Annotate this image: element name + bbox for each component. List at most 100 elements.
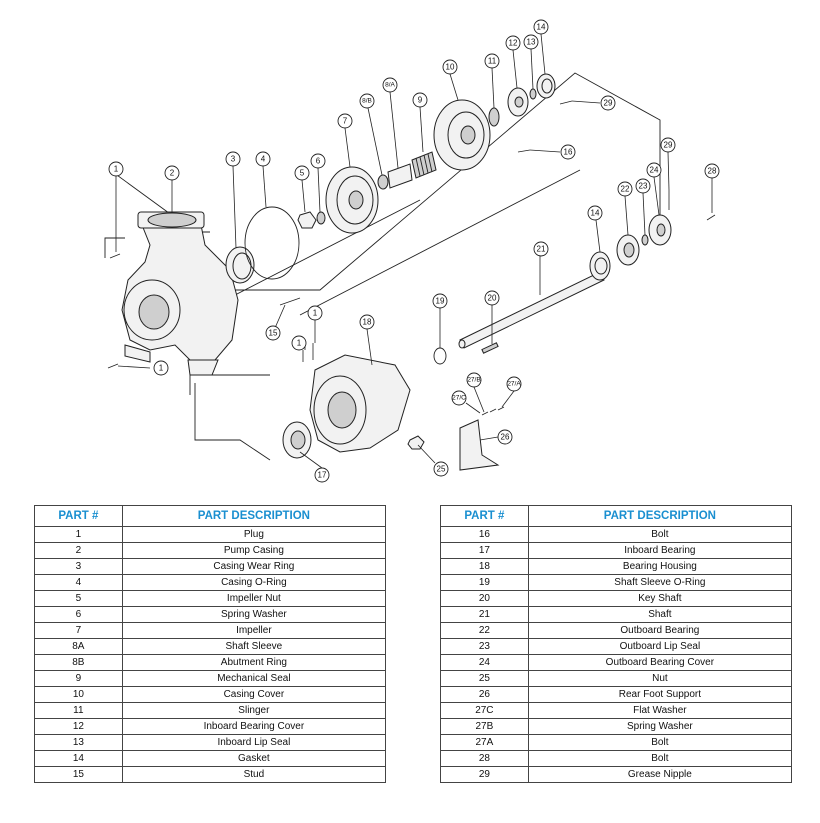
part-number: 7	[34, 622, 123, 639]
slinger	[488, 107, 500, 127]
callout-14b: 14	[587, 205, 603, 221]
part-number: 27A	[440, 734, 529, 751]
mechanical-seal	[411, 151, 437, 179]
callout-3: 3	[225, 151, 241, 167]
part-number: 27C	[440, 702, 529, 719]
svg-text:3: 3	[231, 155, 236, 164]
svg-text:14: 14	[591, 209, 600, 218]
table-header-row: PART # PART DESCRIPTION	[440, 505, 793, 527]
small-fasteners	[107, 100, 716, 416]
callout-25: 25	[433, 461, 449, 477]
svg-text:29: 29	[604, 99, 613, 108]
leader-lines	[115, 33, 713, 469]
part-description: Outboard Bearing	[527, 622, 793, 639]
svg-text:29: 29	[664, 141, 673, 150]
callout-5: 5	[294, 165, 310, 181]
svg-text:1: 1	[297, 339, 302, 348]
callout-4: 4	[255, 151, 271, 167]
svg-text:23: 23	[639, 182, 648, 191]
part-description: Rear Foot Support	[527, 686, 793, 703]
svg-text:18: 18	[363, 318, 372, 327]
part-description: Pump Casing	[121, 542, 387, 559]
part-description: Nut	[527, 670, 793, 687]
part-number: 15	[34, 766, 123, 783]
part-number: 28	[440, 750, 529, 767]
part-number: 12	[34, 718, 123, 735]
shaft-sleeve-o-ring	[433, 347, 447, 365]
pump-casing	[121, 211, 239, 376]
part-description: Casing O-Ring	[121, 574, 387, 591]
callout-27b: 27/B	[466, 372, 482, 388]
part-description: Bolt	[527, 750, 793, 767]
svg-text:7: 7	[343, 117, 348, 126]
part-number-header: PART #	[34, 505, 123, 527]
part-description: Key Shaft	[527, 590, 793, 607]
callout-28: 28	[704, 163, 720, 179]
casing-o-ring	[244, 206, 300, 280]
part-number: 23	[440, 638, 529, 655]
svg-text:25: 25	[437, 465, 446, 474]
svg-text:28: 28	[708, 167, 717, 176]
part-number: 29	[440, 766, 529, 783]
part-number-header: PART #	[440, 505, 529, 527]
part-description: Inboard Bearing	[527, 542, 793, 559]
part-number: 3	[34, 558, 123, 575]
part-description: Mechanical Seal	[121, 670, 387, 687]
part-description: Outboard Lip Seal	[527, 638, 793, 655]
svg-text:13: 13	[527, 38, 536, 47]
part-number: 14	[34, 750, 123, 767]
svg-text:9: 9	[418, 96, 423, 105]
svg-text:17: 17	[318, 471, 327, 480]
part-description: Impeller Nut	[121, 590, 387, 607]
part-number: 21	[440, 606, 529, 623]
part-number: 24	[440, 654, 529, 671]
bearing-housing	[309, 354, 411, 453]
callout-1d: 1	[291, 335, 307, 351]
part-description: Shaft	[527, 606, 793, 623]
gasket-top	[536, 73, 556, 99]
shaft	[458, 271, 605, 349]
svg-text:8/A: 8/A	[385, 82, 395, 89]
part-number: 18	[440, 558, 529, 575]
part-number: 16	[440, 526, 529, 543]
callout-14a: 14	[533, 19, 549, 35]
part-number: 13	[34, 734, 123, 751]
spring-washer	[316, 211, 326, 225]
part-number: 6	[34, 606, 123, 623]
part-description: Casing Wear Ring	[121, 558, 387, 575]
part-description: Outboard Bearing Cover	[527, 654, 793, 671]
svg-text:1: 1	[313, 309, 318, 318]
callout-9: 9	[412, 92, 428, 108]
part-description-header: PART DESCRIPTION	[121, 505, 387, 527]
svg-text:26: 26	[501, 433, 510, 442]
svg-text:20: 20	[488, 294, 497, 303]
callout-20: 20	[484, 290, 500, 306]
callout-15: 15	[265, 325, 281, 341]
part-description: Casing Cover	[121, 686, 387, 703]
callout-12: 12	[505, 35, 521, 51]
callout-18: 18	[359, 314, 375, 330]
part-number: 2	[34, 542, 123, 559]
inboard-lip-seal	[529, 88, 537, 100]
callout-16: 16	[560, 144, 576, 160]
table-header-row: PART # PART DESCRIPTION	[34, 505, 387, 527]
callout-29b: 29	[660, 137, 676, 153]
part-description: Inboard Lip Seal	[121, 734, 387, 751]
svg-text:14: 14	[537, 23, 546, 32]
callout-21: 21	[533, 241, 549, 257]
callout-2: 2	[164, 165, 180, 181]
svg-text:10: 10	[446, 63, 455, 72]
